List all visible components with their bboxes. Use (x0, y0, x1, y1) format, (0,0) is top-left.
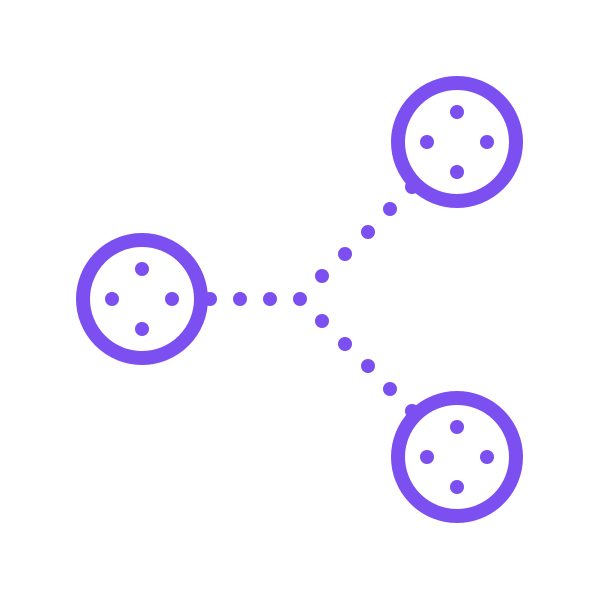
connector-dot (315, 314, 329, 328)
node-dot (420, 135, 434, 149)
connector-dot (293, 292, 307, 306)
connector-dot (338, 337, 352, 351)
left-node (76, 233, 208, 365)
lower-diagonal-connector (315, 314, 419, 418)
upper-diagonal-connector (315, 180, 419, 283)
left-horizontal-connector (203, 292, 307, 306)
node-dot (480, 450, 494, 464)
connector-dot (233, 292, 247, 306)
node-dot (135, 262, 149, 276)
connector-dot (361, 225, 375, 239)
node-ring (76, 233, 208, 365)
node-dot (165, 292, 179, 306)
nodes-layer (76, 76, 523, 523)
node-ring (391, 76, 523, 208)
node-dot (450, 420, 464, 434)
connector-dot (383, 202, 397, 216)
top-right-node (391, 76, 523, 208)
connector-dot (338, 247, 352, 261)
connector-dot (361, 359, 375, 373)
node-ring (391, 391, 523, 523)
bottom-right-node (391, 391, 523, 523)
connector-dot (383, 382, 397, 396)
node-dot (105, 292, 119, 306)
connector-dot (315, 269, 329, 283)
node-dot (450, 105, 464, 119)
node-dot (420, 450, 434, 464)
connector-dot (263, 292, 277, 306)
node-dot (450, 165, 464, 179)
node-dot (135, 322, 149, 336)
node-dot (450, 480, 464, 494)
node-dot (480, 135, 494, 149)
connectors-layer (203, 180, 419, 418)
